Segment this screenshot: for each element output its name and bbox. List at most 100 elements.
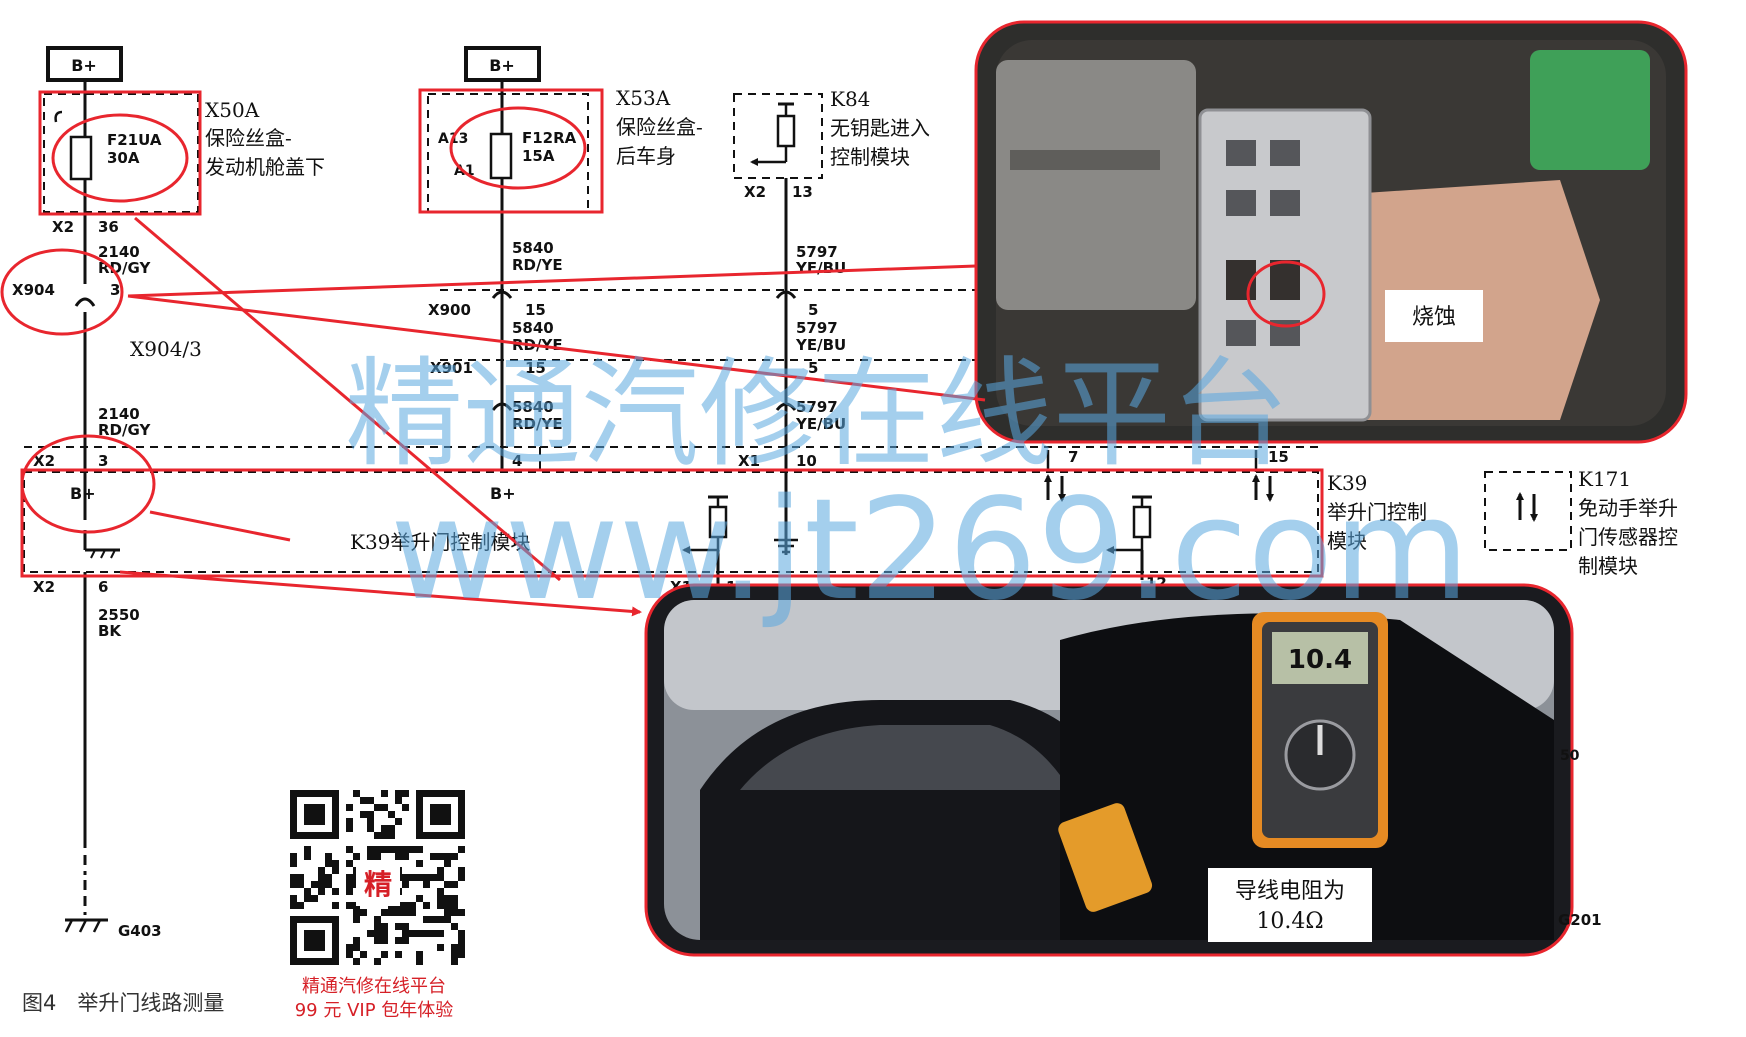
qr-module	[318, 881, 325, 888]
module-inner-label: K39举升门控制模块	[350, 530, 530, 554]
qr-module	[332, 832, 339, 839]
qr-module	[416, 895, 423, 902]
wire-2140: 2140 RD/GY 2140 RD/GY	[83, 80, 151, 520]
wire-number: 5797	[796, 398, 838, 416]
qr-module	[346, 888, 353, 895]
qr-module	[451, 923, 458, 930]
module-name: 免动手举升	[1578, 496, 1678, 520]
qr-center-badge	[356, 862, 400, 906]
qr-module	[388, 832, 395, 839]
qr-module	[409, 874, 416, 881]
qr-module	[318, 944, 325, 951]
qr-module	[458, 937, 465, 944]
qr-module	[423, 930, 430, 937]
qr-module	[437, 930, 444, 937]
qr-module	[430, 916, 437, 923]
connector-label: X901	[430, 359, 473, 377]
wire-color: YE/BU	[795, 259, 846, 277]
wire-5840: 5840 RD/YE 5840 RD/YE 5840 RD/YE	[500, 80, 563, 470]
qr-module	[458, 944, 465, 951]
module-name: 模块	[1327, 529, 1367, 553]
qr-module	[437, 853, 444, 860]
qr-module	[290, 895, 297, 902]
qr-module	[318, 867, 325, 874]
qr-module	[430, 874, 437, 881]
qr-module	[332, 811, 339, 818]
watermark-url: www.jt269.com	[390, 469, 1470, 632]
qr-module	[353, 944, 360, 951]
qr-module	[374, 853, 381, 860]
qr-module	[444, 895, 451, 902]
qr-module	[458, 909, 465, 916]
qr-module	[395, 846, 402, 853]
qr-module	[332, 818, 339, 825]
qr-module	[451, 853, 458, 860]
pin-label: 7	[1068, 448, 1078, 466]
qr-module	[290, 951, 297, 958]
qr-module	[388, 825, 395, 832]
qr-module	[451, 951, 458, 958]
qr-module	[290, 923, 297, 930]
qr-module	[437, 832, 444, 839]
qr-module	[297, 790, 304, 797]
qr-module	[367, 818, 374, 825]
highlight-x50a	[38, 90, 202, 216]
qr-module	[311, 804, 318, 811]
module-id: K84	[830, 87, 870, 111]
qr-module	[416, 832, 423, 839]
qr-module	[395, 797, 402, 804]
fuse-box-name: 发动机舱盖下	[205, 155, 325, 179]
qr-module	[395, 818, 402, 825]
qr-module	[458, 804, 465, 811]
qr-module	[437, 790, 444, 797]
qr-module	[458, 811, 465, 818]
qr-module	[304, 818, 311, 825]
qr-module	[402, 846, 409, 853]
qr-module	[409, 930, 416, 937]
resistance-callout: 10.4Ω	[1256, 909, 1323, 934]
leader-photo2-a	[134, 216, 561, 582]
qr-module	[311, 832, 318, 839]
pin-label: 5	[808, 359, 818, 377]
qr-module	[332, 804, 339, 811]
fuse-id: F21UA	[107, 131, 162, 149]
qr-module	[430, 804, 437, 811]
connector-label: X2	[33, 578, 55, 596]
qr-module	[332, 797, 339, 804]
qr-module	[458, 832, 465, 839]
qr-module	[332, 902, 339, 909]
qr-module	[332, 930, 339, 937]
qr-module	[423, 902, 430, 909]
connector-label: X904	[12, 281, 55, 299]
qr-module	[290, 832, 297, 839]
qr-module	[409, 909, 416, 916]
qr-module	[416, 846, 423, 853]
qr-center-glyph: 精	[364, 868, 392, 901]
qr-module	[311, 958, 318, 965]
qr-module	[416, 930, 423, 937]
qr-module	[304, 853, 311, 860]
qr-module	[430, 811, 437, 818]
resistance-callout: 导线电阻为	[1235, 879, 1345, 904]
qr-module	[318, 811, 325, 818]
qr-module	[451, 895, 458, 902]
fuse-box-id: X53A	[616, 86, 671, 110]
qr-module	[395, 923, 402, 930]
qr-module	[360, 909, 367, 916]
qr-module	[360, 951, 367, 958]
qr-module	[402, 881, 409, 888]
qr-module	[423, 790, 430, 797]
qr-module	[423, 832, 430, 839]
qr-module	[416, 860, 423, 867]
qr-module	[374, 804, 381, 811]
qr-module	[437, 804, 444, 811]
meter-reading: 10.4	[1288, 645, 1352, 675]
highlight-k39	[20, 468, 1324, 578]
qr-module	[416, 874, 423, 881]
qr-module	[395, 853, 402, 860]
module-name: 制模块	[1578, 554, 1638, 578]
qr-module	[374, 916, 381, 923]
qr-module	[304, 944, 311, 951]
qr-module	[458, 930, 465, 937]
